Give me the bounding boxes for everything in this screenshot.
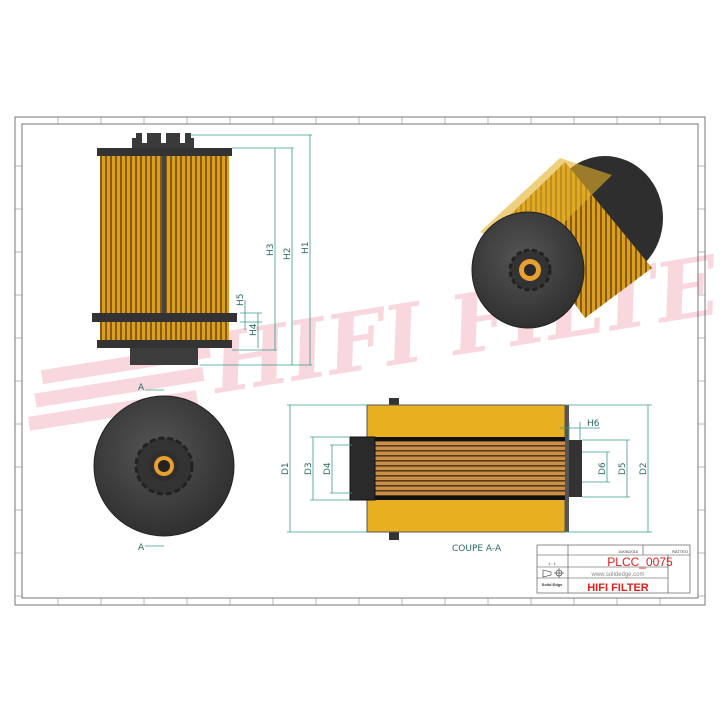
section-title: COUPE A-A (452, 544, 502, 554)
section-marker-top: A (138, 383, 145, 393)
brand-name: HIFI FILTER (587, 582, 649, 594)
dim-d5: D5 (618, 462, 628, 475)
dim-h3: H3 (266, 244, 276, 257)
dim-h1: H1 (301, 242, 311, 255)
dim-h6: H6 (587, 419, 600, 429)
scale: 1 : 1 (548, 561, 557, 566)
projection-symbol-icon (542, 568, 564, 578)
dim-d4: D4 (323, 462, 333, 475)
website: www.solidedge.com (590, 572, 644, 578)
checked-by: RATTEO (672, 549, 688, 554)
sheet-frame (14, 116, 706, 606)
date: 10/05/2016 (618, 549, 639, 554)
section-view: D1 D2 D3 D4 D5 D6 H6 COUPE A-A (281, 398, 652, 554)
software: Solid Edge (542, 582, 563, 587)
dim-d6: D6 (598, 462, 608, 475)
end-view: A A (93, 383, 235, 553)
dim-d1: D1 (281, 462, 291, 475)
title-block: 10/05/2016 RATTEO 1 : 1 Solid Edge PLCC_… (536, 544, 691, 594)
dim-d2: D2 (639, 462, 649, 475)
section-marker-bottom: A (138, 543, 145, 553)
dim-h4: H4 (249, 323, 259, 336)
dim-d3: D3 (304, 462, 314, 475)
dim-h5: H5 (236, 294, 246, 307)
part-number: PLCC_0075 (607, 555, 673, 569)
front-view: H3 H2 H1 H5 H4 (92, 133, 312, 366)
isometric-view (471, 156, 663, 329)
dim-h2: H2 (283, 248, 293, 261)
